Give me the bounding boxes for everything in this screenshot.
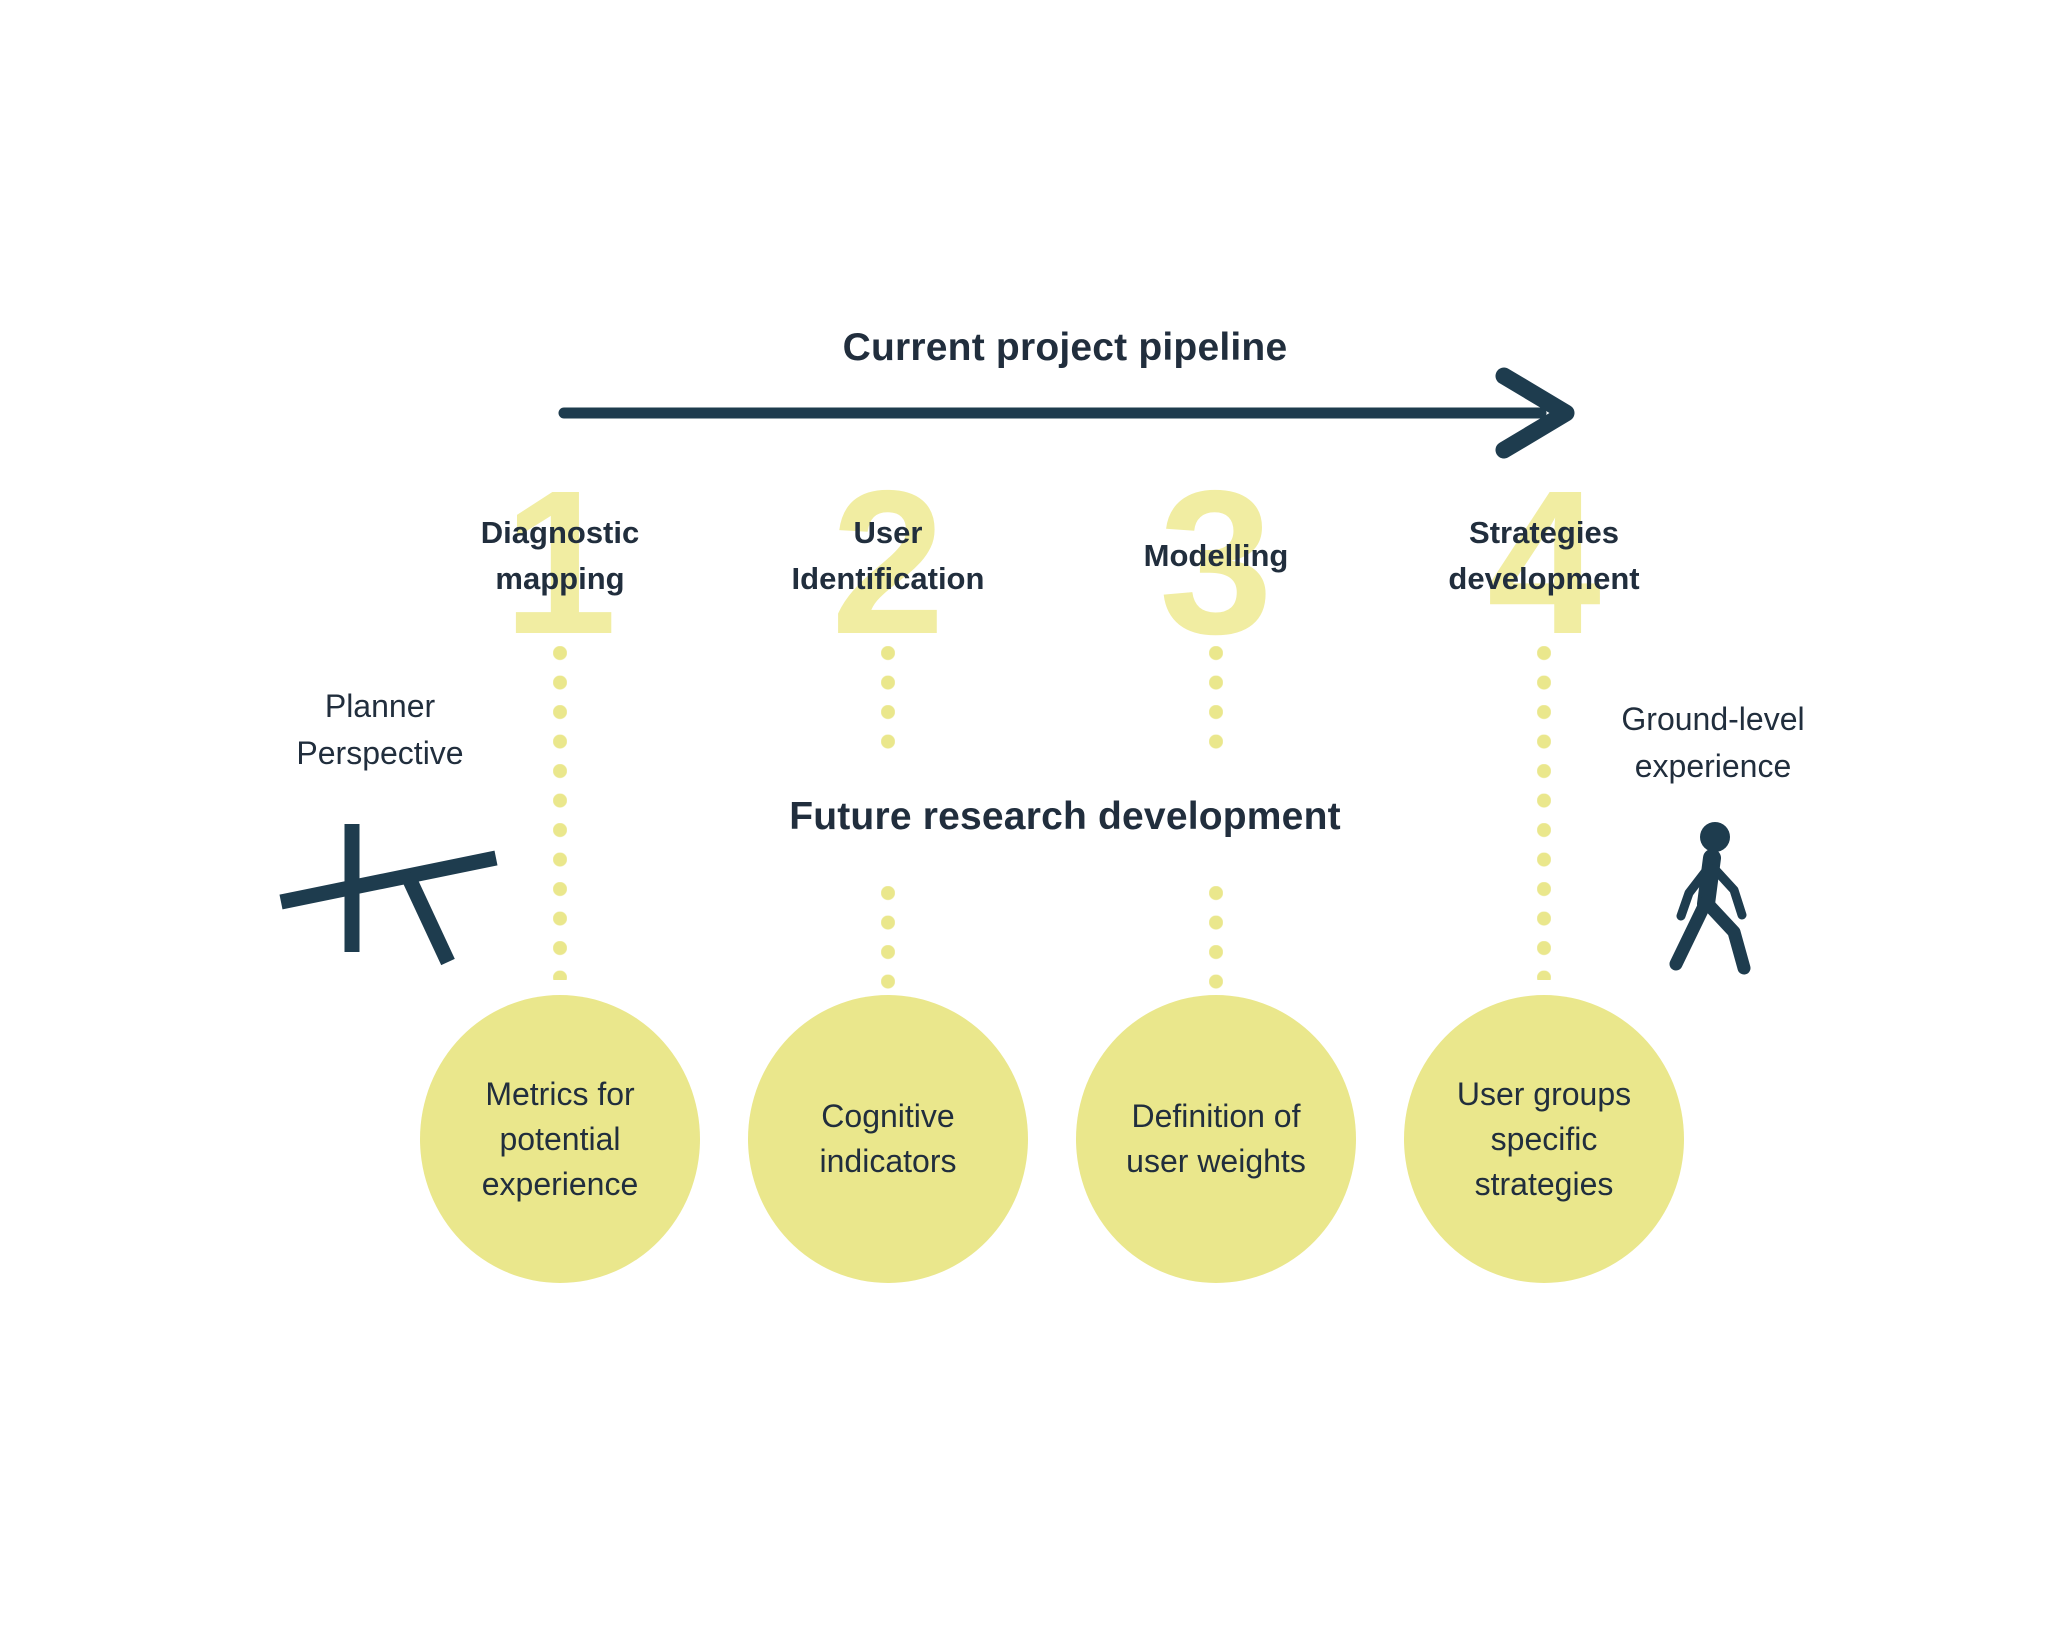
- stage-4-label-line: Strategies: [1469, 515, 1619, 550]
- ground-level-experience-line: Ground-level: [1621, 701, 1805, 737]
- planner-perspective-line: Perspective: [296, 735, 464, 771]
- walking-person-icon: [1669, 822, 1751, 975]
- bubble-text-line: Definition of: [1131, 1098, 1301, 1134]
- stage-3-number: 3: [1158, 448, 1273, 677]
- stage-2-label-line: Identification: [791, 561, 985, 596]
- planner-perspective-line: Planner: [324, 688, 436, 724]
- bubble-text-line: specific: [1490, 1120, 1598, 1157]
- stage-1-label: Diagnostic mapping: [355, 508, 765, 604]
- bubble-text-line: potential: [499, 1120, 621, 1157]
- right-arrow-icon: [558, 367, 1575, 459]
- stage-3-dotted-line-bottom: [1209, 886, 1223, 992]
- bubble-text-line: strategies: [1474, 1165, 1614, 1202]
- stage-1-dotted-line: [553, 646, 567, 980]
- stage-4-label-line: development: [1448, 561, 1640, 596]
- bubble-text-line: User groups: [1456, 1075, 1632, 1112]
- stage-1-bubble: Metrics for potential experience: [420, 995, 700, 1283]
- stage-4-dotted-line: [1537, 646, 1551, 980]
- stage-2-bubble: Cognitive indicators: [748, 995, 1028, 1283]
- ground-level-experience-line: experience: [1634, 748, 1792, 784]
- stage-2-label-line: User: [853, 515, 923, 550]
- stage-3-label-line: Modelling: [1143, 538, 1289, 573]
- stage-1-number: 1: [502, 448, 617, 677]
- stage-1-label-line: mapping: [495, 561, 625, 596]
- drafting-table-icon: [279, 824, 498, 966]
- stage-1-label-line: Diagnostic: [480, 515, 640, 550]
- stage-4: 4 Strategies development User groups spe…: [1384, 460, 1704, 1300]
- stage-2-label: User Identification: [683, 508, 1093, 604]
- stage-3: 3 Modelling Definition of user weights: [1056, 460, 1376, 1300]
- stage-3-bubble: Definition of user weights: [1076, 995, 1356, 1283]
- bubble-text-line: experience: [481, 1165, 639, 1202]
- pipeline-title: Current project pipeline: [842, 326, 1288, 369]
- ground-level-experience-label: Ground-level experience: [1533, 696, 1893, 790]
- bubble-text-line: indicators: [819, 1143, 957, 1179]
- stage-2-number: 2: [830, 448, 945, 677]
- stage-3-label: Modelling: [1011, 508, 1421, 604]
- future-research-title: Future research development: [789, 795, 1341, 838]
- stage-2-dotted-line-bottom: [881, 886, 895, 992]
- stage-4-number: 4: [1486, 448, 1601, 677]
- stage-3-dotted-line-top: [1209, 646, 1223, 752]
- stage-1: 1 Diagnostic mapping Metrics for potenti…: [400, 460, 720, 1300]
- planner-perspective-label: Planner Perspective: [200, 683, 560, 777]
- bubble-text-line: Metrics for: [485, 1075, 635, 1112]
- stage-2: 2 User Identification Cognitive indicato…: [728, 460, 1048, 1300]
- bubble-text-line: Cognitive: [821, 1098, 955, 1134]
- stage-4-bubble: User groups specific strategies: [1404, 995, 1684, 1283]
- stage-4-label: Strategies development: [1339, 508, 1749, 604]
- bubble-text-line: user weights: [1126, 1143, 1306, 1179]
- stage-2-dotted-line-top: [881, 646, 895, 752]
